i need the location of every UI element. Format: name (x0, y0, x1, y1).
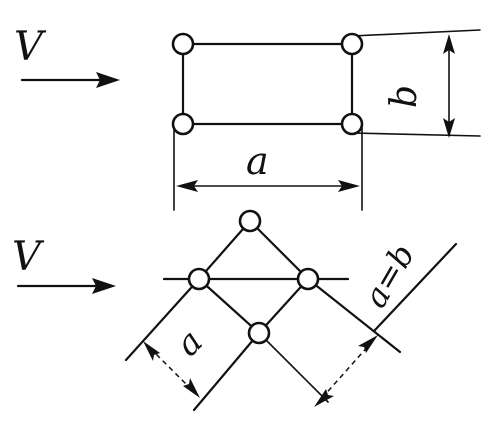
lattice-line (197, 219, 252, 281)
tube-node (187, 267, 211, 291)
b-extension-bottom (351, 132, 481, 137)
tube-node (247, 321, 271, 345)
pitch-extension-line (373, 242, 458, 332)
velocity-label-top: V (14, 24, 47, 70)
tube-node (171, 112, 195, 136)
b-dimension (443, 34, 455, 138)
a-label-top: a (246, 139, 269, 183)
inline-arrangement: V b a (14, 24, 481, 211)
tube-node (340, 32, 364, 56)
flow-arrow-bottom (16, 278, 116, 294)
a-label-bottom: a (168, 322, 211, 365)
lattice-line (248, 219, 310, 281)
lattice-extension (258, 332, 329, 403)
b-label: b (384, 85, 425, 108)
lattice-extension (192, 331, 261, 412)
lattice-line (197, 277, 261, 335)
b-extension-top (351, 29, 481, 37)
flow-arrow-top (20, 72, 120, 88)
tube-node (340, 112, 364, 136)
tube-node (171, 32, 195, 56)
a-equals-b-label: a=b (356, 238, 422, 314)
tube-node (238, 209, 262, 233)
a-dimension (176, 180, 360, 192)
equal-pitch-dimension (314, 335, 378, 407)
lattice-extension (306, 277, 402, 354)
diamond-side-dimension (143, 341, 200, 398)
tube-node (296, 267, 320, 291)
lattice-extension (124, 277, 201, 362)
velocity-label-bottom: V (12, 234, 45, 280)
staggered-arrangement: V a a=b (12, 209, 458, 412)
lattice-line (257, 277, 310, 335)
